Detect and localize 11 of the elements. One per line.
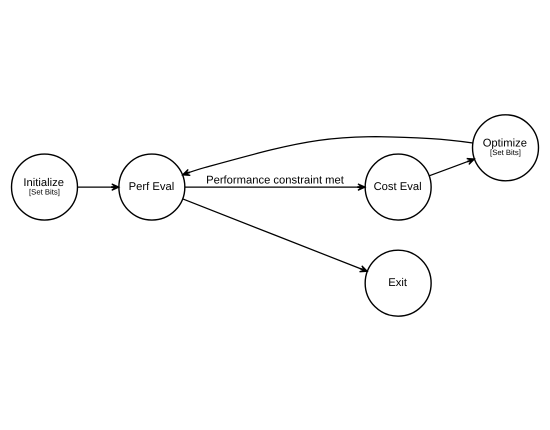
edge-label: Performance constraint met	[206, 174, 344, 186]
node-circle: Initialize [Set Bits]	[10, 152, 78, 220]
node-circle: Exit	[364, 249, 432, 316]
node-circle: Optimize [Set Bits]	[472, 114, 540, 181]
arrow	[185, 182, 366, 190]
arrow	[429, 157, 476, 176]
arrow	[78, 182, 120, 190]
arrow	[182, 136, 473, 176]
arrow	[182, 198, 368, 272]
node-circle: Perf Eval	[118, 152, 186, 220]
node-circle: Cost Eval	[364, 152, 432, 220]
